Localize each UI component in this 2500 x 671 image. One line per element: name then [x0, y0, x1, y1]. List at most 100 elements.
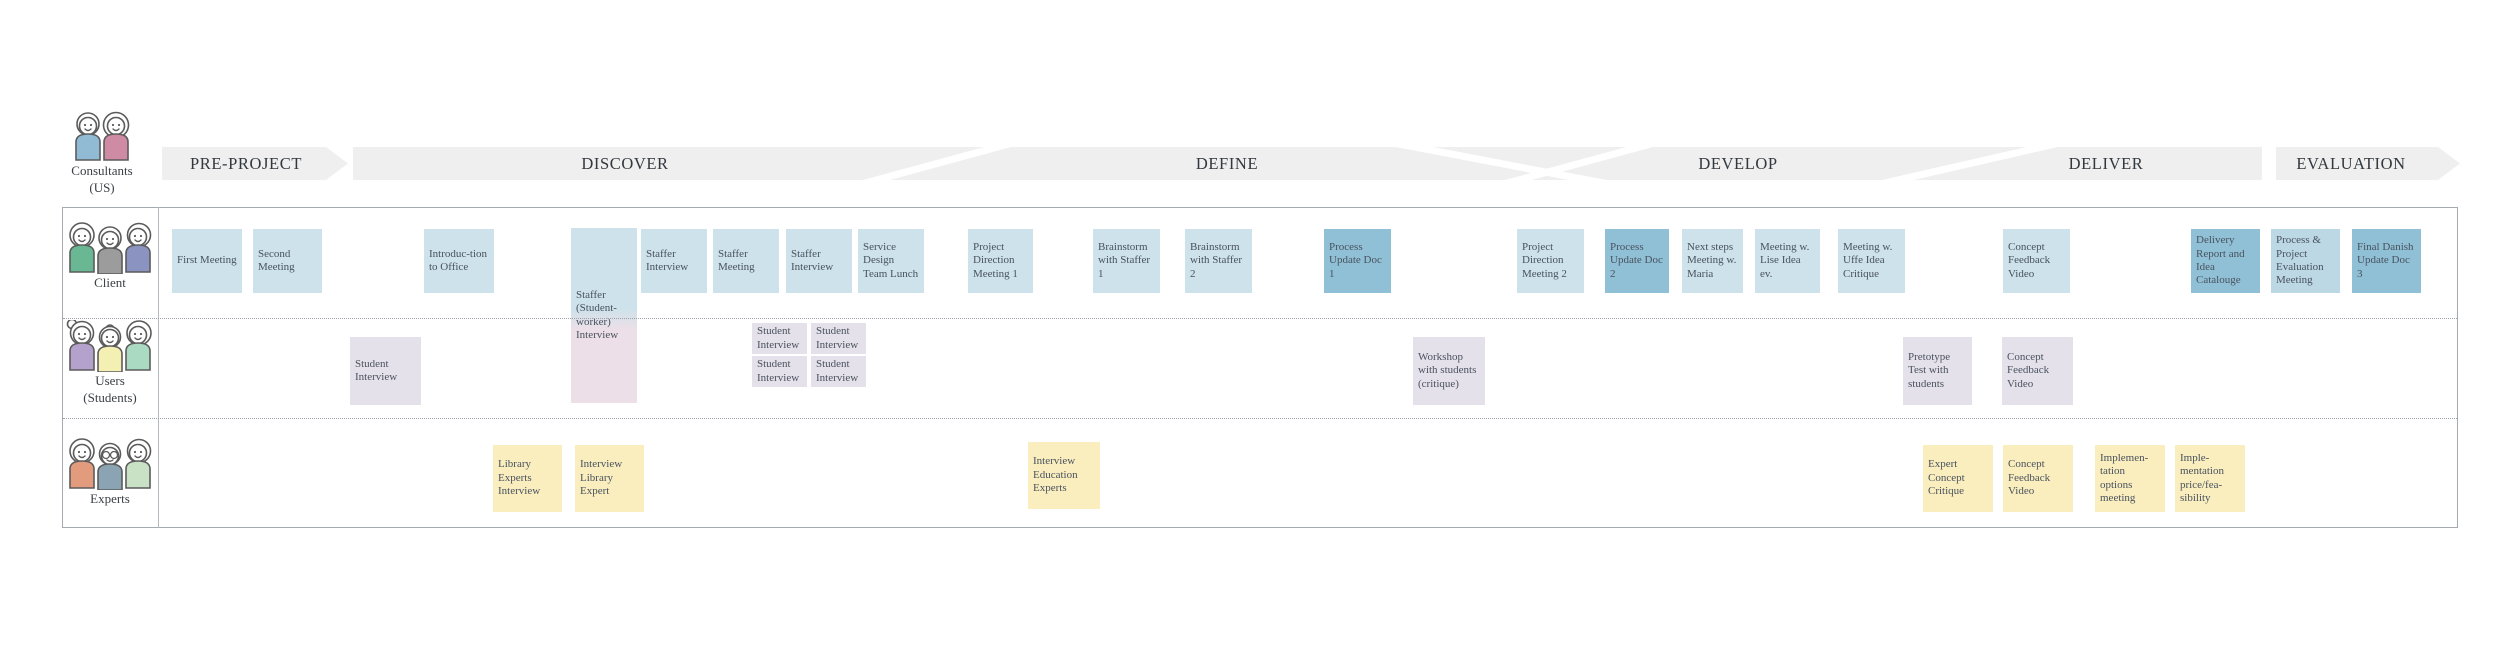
card-client: Project Direction Meeting 1 — [968, 229, 1033, 293]
card-text: Project Direction Meeting 1 — [973, 240, 1018, 280]
card-users: Student Interview — [811, 323, 866, 354]
card-text: Student Interview — [816, 358, 859, 384]
card-text: Concept Feedback Video — [2007, 350, 2050, 390]
card-client: Staffer Interview — [786, 229, 852, 293]
card-experts: Concept Feedback Video — [2003, 445, 2073, 512]
card-client: Brainstorm with Staffer 2 — [1185, 229, 1252, 293]
card-experts: Interview Education Experts — [1028, 442, 1100, 509]
card-text: Process Update Doc 2 — [1610, 240, 1663, 280]
card-client: Process Update Doc 2 — [1605, 229, 1669, 293]
card-client: First Meeting — [172, 229, 242, 293]
card-text: First Meeting — [177, 254, 237, 267]
card-client: Brainstorm with Staffer 1 — [1093, 229, 1160, 293]
lane-users-label: Users — [95, 373, 125, 388]
card-client: Process Update Doc 1 — [1324, 229, 1391, 293]
card-client: Concept Feedback Video — [2003, 229, 2070, 293]
card-client: Project Direction Meeting 2 — [1517, 229, 1584, 293]
consultants-icon — [75, 111, 130, 161]
card-users: Student Interview — [752, 323, 807, 354]
card-client: Final Danish Update Doc 3 — [2352, 229, 2421, 293]
card-text: Service Design Team Lunch — [863, 240, 919, 280]
experts-icon — [69, 438, 152, 490]
lane-client: Client — [62, 222, 158, 291]
card-text: Staffer Interview — [791, 247, 834, 273]
phase-label-deliver: DELIVER — [2068, 154, 2144, 173]
card-client: Staffer Meeting — [713, 229, 779, 293]
timeline-grid — [62, 207, 2458, 528]
phase-label-evaluation: EVALUATION — [2296, 154, 2406, 173]
band-bar — [353, 147, 2262, 180]
phase-separator-slash — [1875, 138, 2065, 189]
lane-users: Users (Students) — [62, 320, 158, 405]
card-text: Next steps Meeting w. Maria — [1687, 240, 1737, 280]
card-client: Service Design Team Lunch — [858, 229, 924, 293]
card-text: Final Danish Update Doc 3 — [2357, 240, 2414, 280]
card-client: Next steps Meeting w. Maria — [1682, 229, 1743, 293]
card-text: Library Experts Interview — [498, 458, 541, 498]
phase-label-define: DEFINE — [1195, 154, 1259, 173]
card-text: Student Interview — [757, 325, 800, 351]
phase-separator-slash — [1499, 138, 1659, 189]
pre-project-arrow — [162, 147, 348, 180]
users-icon — [66, 320, 152, 372]
card-text: Staffer Meeting — [718, 247, 755, 273]
card-text: Brainstorm with Staffer 1 — [1098, 240, 1151, 280]
card-text: Interview Education Experts — [1033, 455, 1078, 495]
card-client: Process & Project Evaluation Meeting — [2271, 229, 2340, 293]
card-experts: Imple-mentation price/fea-sibility — [2175, 445, 2245, 512]
phase-separator-slash — [1387, 138, 1615, 189]
card-text: Imple-mentation price/fea-sibility — [2180, 451, 2224, 504]
card-users: Concept Feedback Video — [2002, 337, 2073, 405]
card-users: Student Interview — [811, 356, 866, 387]
card-experts: Expert Concept Critique — [1923, 445, 1993, 512]
evaluation-arrow — [2276, 147, 2460, 180]
card-text: Introduc-tion to Office — [429, 247, 488, 273]
card-text: Student Interview — [355, 357, 398, 383]
card-text: Staffer Interview — [646, 247, 689, 273]
phase-label-discover: DISCOVER — [581, 154, 669, 173]
card-users: Student Interview — [350, 337, 421, 405]
card-text: Expert Concept Critique — [1928, 458, 1965, 498]
card-client: Meeting w. Lise Idea ev. — [1755, 229, 1820, 293]
consultants-group: Consultants (US) — [52, 110, 152, 195]
card-text: Brainstorm with Staffer 2 — [1190, 240, 1243, 280]
card-text: Concept Feedback Video — [2008, 240, 2051, 280]
phase-label-pre-project: PRE-PROJECT — [189, 154, 303, 173]
card-experts: Library Experts Interview — [493, 445, 562, 512]
card-text: Workshop with students (critique) — [1418, 350, 1477, 390]
lane-experts: Experts — [62, 438, 158, 507]
lane-divider-users-experts — [63, 418, 2457, 419]
card-client: Meeting w. Uffe Idea Critique — [1838, 229, 1905, 293]
client-icon — [69, 222, 152, 274]
card-client-users: Staffer (Student-worker) Interview — [571, 228, 637, 403]
card-text: Second Meeting — [258, 247, 295, 273]
card-client: Introduc-tion to Office — [424, 229, 494, 293]
lane-divider-client-users — [63, 318, 2457, 319]
lane-users-sublabel: (Students) — [83, 389, 137, 405]
card-text: Interview Library Expert — [580, 458, 623, 498]
card-text: Delivery Report and Idea Catalouge — [2196, 234, 2245, 287]
card-text: Process & Project Evaluation Meeting — [2276, 234, 2324, 287]
phase-separator-slash — [857, 138, 1017, 189]
card-text: Staffer (Student-worker) Interview — [576, 288, 619, 341]
card-text: Student Interview — [816, 325, 859, 351]
card-text: Project Direction Meeting 2 — [1522, 240, 1567, 280]
actor-column-divider — [158, 207, 159, 528]
consultants-label: Consultants — [71, 163, 133, 178]
card-users: Pretotype Test with students — [1903, 337, 1972, 405]
card-text: Student Interview — [757, 358, 800, 384]
phase-label-develop: DEVELOP — [1698, 154, 1778, 173]
card-client: Delivery Report and Idea Catalouge — [2191, 229, 2260, 293]
card-text: Pretotype Test with students — [1908, 350, 1951, 390]
card-text: Meeting w. Lise Idea ev. — [1760, 240, 1810, 280]
card-client: Staffer Interview — [641, 229, 707, 293]
card-text: Implemen-tation options meeting — [2100, 451, 2149, 504]
card-experts: Interview Library Expert — [575, 445, 644, 512]
lane-experts-label: Experts — [90, 491, 130, 506]
card-client: Second Meeting — [253, 229, 322, 293]
card-text: Concept Feedback Video — [2008, 458, 2051, 498]
card-text: Meeting w. Uffe Idea Critique — [1843, 240, 1893, 280]
card-experts: Implemen-tation options meeting — [2095, 445, 2165, 512]
